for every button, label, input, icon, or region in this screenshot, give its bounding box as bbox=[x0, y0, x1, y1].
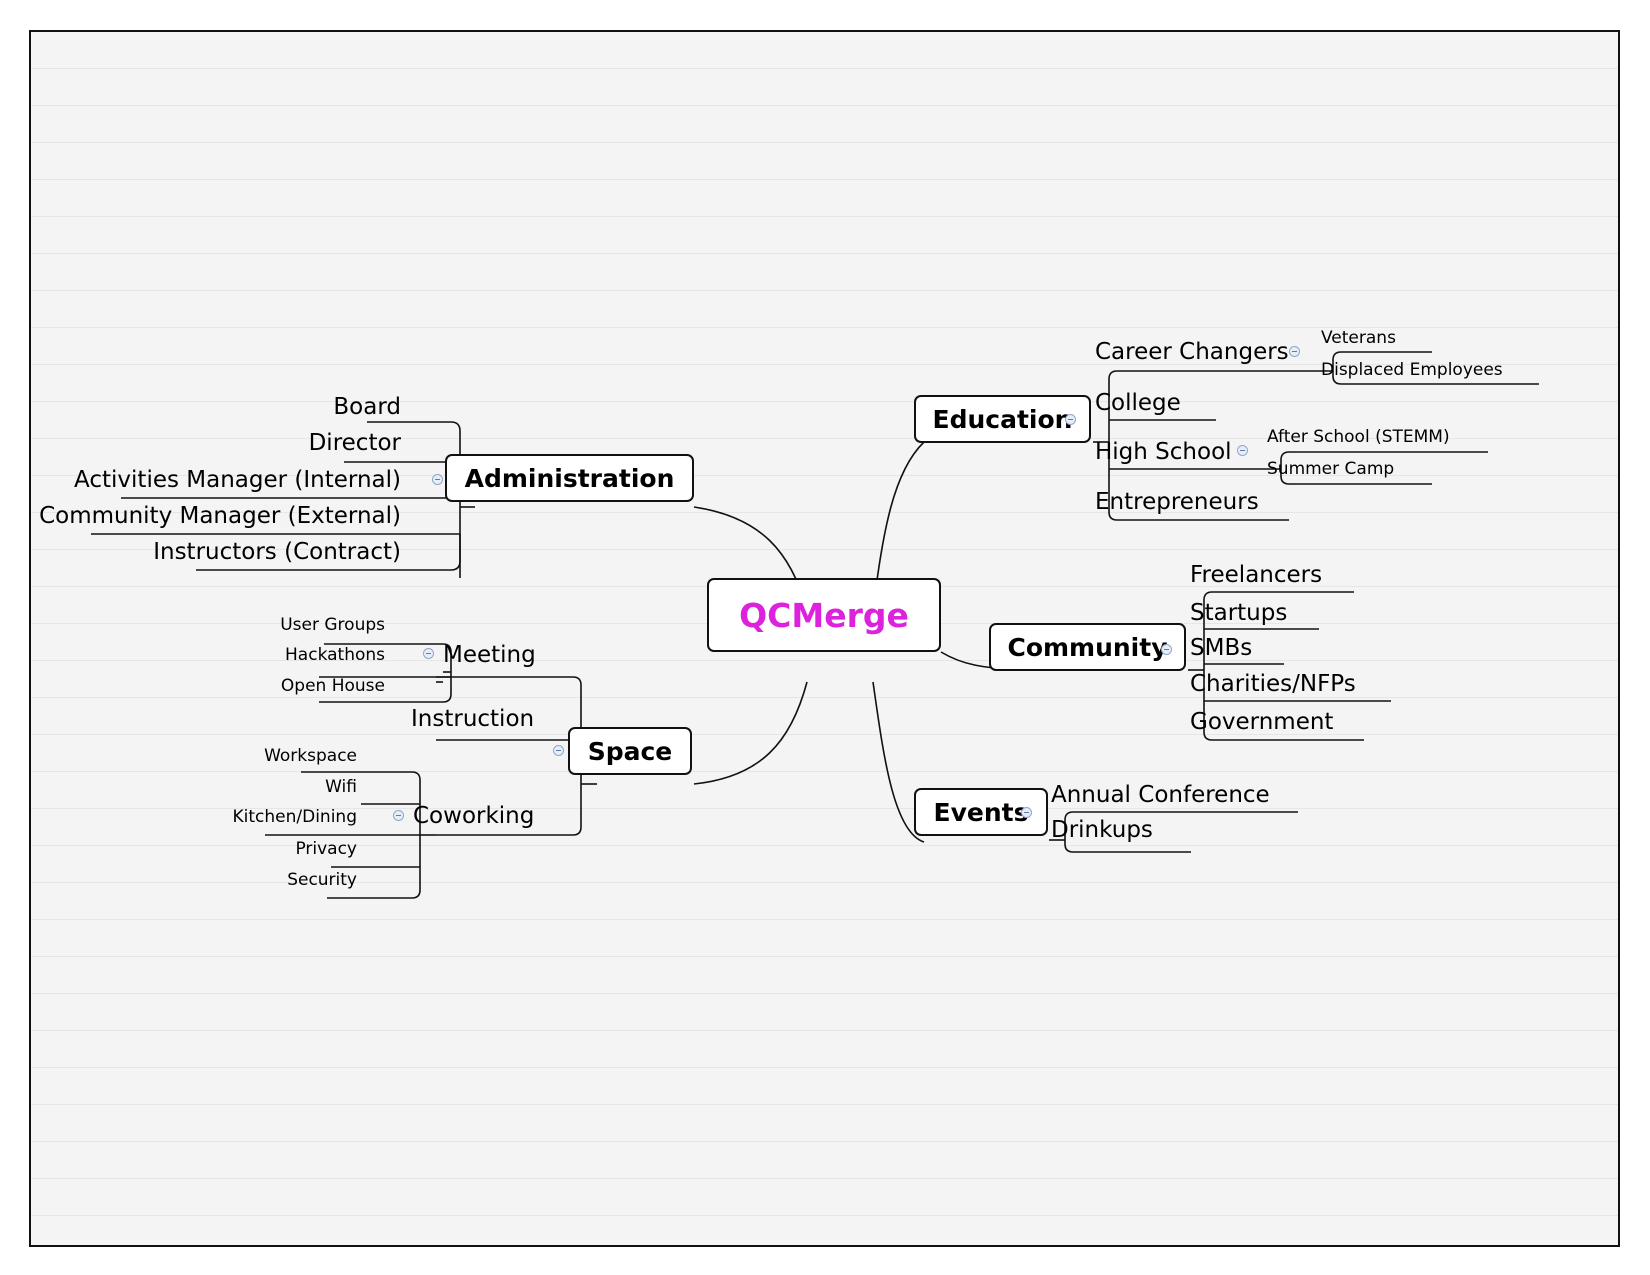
events-child-drinkups[interactable]: Drinkups bbox=[1051, 817, 1153, 843]
admin-child-board[interactable]: Board bbox=[333, 394, 401, 420]
space-child-meeting[interactable]: Meeting bbox=[443, 642, 536, 668]
high-school-child-summer-camp[interactable]: Summer Camp bbox=[1267, 459, 1395, 479]
admin-child-instructors[interactable]: Instructors (Contract) bbox=[153, 539, 401, 565]
coworking-child-workspace[interactable]: Workspace bbox=[264, 746, 357, 766]
admin-child-director[interactable]: Director bbox=[308, 430, 401, 456]
space-child-instruction[interactable]: Instruction bbox=[411, 706, 535, 732]
events-child-annual-conference[interactable]: Annual Conference bbox=[1051, 782, 1270, 808]
education-child-college[interactable]: College bbox=[1095, 390, 1181, 416]
collapse-toggle-meeting[interactable] bbox=[423, 648, 434, 659]
community-child-freelancers[interactable]: Freelancers bbox=[1190, 562, 1323, 588]
career-changers-child-displaced-employees[interactable]: Displaced Employees bbox=[1321, 360, 1503, 380]
collapse-toggle-space[interactable] bbox=[553, 745, 564, 756]
collapse-toggle-community[interactable] bbox=[1161, 644, 1172, 655]
community-child-smbs[interactable]: SMBs bbox=[1190, 635, 1253, 661]
collapse-toggle-education[interactable] bbox=[1065, 414, 1076, 425]
meeting-child-hackathons[interactable]: Hackathons bbox=[285, 645, 385, 665]
collapse-toggle-administration[interactable] bbox=[432, 474, 443, 485]
coworking-child-wifi[interactable]: Wifi bbox=[325, 777, 357, 797]
administration-node[interactable]: Administration bbox=[445, 454, 694, 502]
community-child-startups[interactable]: Startups bbox=[1190, 600, 1288, 626]
root-node[interactable]: QCMerge bbox=[707, 578, 941, 652]
community-child-government[interactable]: Government bbox=[1190, 709, 1334, 735]
coworking-child-security[interactable]: Security bbox=[287, 870, 357, 890]
collapse-toggle-coworking[interactable] bbox=[393, 810, 404, 821]
space-node[interactable]: Space bbox=[568, 727, 692, 775]
coworking-child-kitchen-dining[interactable]: Kitchen/Dining bbox=[232, 807, 358, 827]
collapse-toggle-high-school[interactable] bbox=[1237, 445, 1248, 456]
collapse-toggle-events[interactable] bbox=[1021, 807, 1032, 818]
meeting-child-user-groups[interactable]: User Groups bbox=[280, 615, 385, 635]
coworking-child-privacy[interactable]: Privacy bbox=[295, 839, 357, 859]
admin-child-community-manager[interactable]: Community Manager (External) bbox=[39, 503, 401, 529]
connector-lines bbox=[91, 351, 1539, 899]
space-child-coworking[interactable]: Coworking bbox=[413, 803, 535, 829]
community-child-charities-nfps[interactable]: Charities/NFPs bbox=[1190, 671, 1356, 697]
collapse-toggle-career-changers[interactable] bbox=[1289, 346, 1300, 357]
education-node[interactable]: Education bbox=[914, 395, 1091, 443]
education-child-entrepreneurs[interactable]: Entrepreneurs bbox=[1095, 489, 1259, 515]
meeting-child-open-house[interactable]: Open House bbox=[280, 676, 385, 696]
events-node[interactable]: Events bbox=[914, 788, 1048, 836]
career-changers-child-veterans[interactable]: Veterans bbox=[1321, 328, 1396, 348]
mind-map-canvas: QCMerge Administration Space Education C… bbox=[29, 30, 1620, 1247]
education-child-high-school[interactable]: High School bbox=[1095, 439, 1232, 465]
community-node[interactable]: Community bbox=[989, 623, 1186, 671]
education-child-career-changers[interactable]: Career Changers bbox=[1095, 339, 1289, 365]
high-school-child-after-school[interactable]: After School (STEMM) bbox=[1267, 427, 1450, 447]
admin-child-activities-manager[interactable]: Activities Manager (Internal) bbox=[74, 467, 401, 493]
